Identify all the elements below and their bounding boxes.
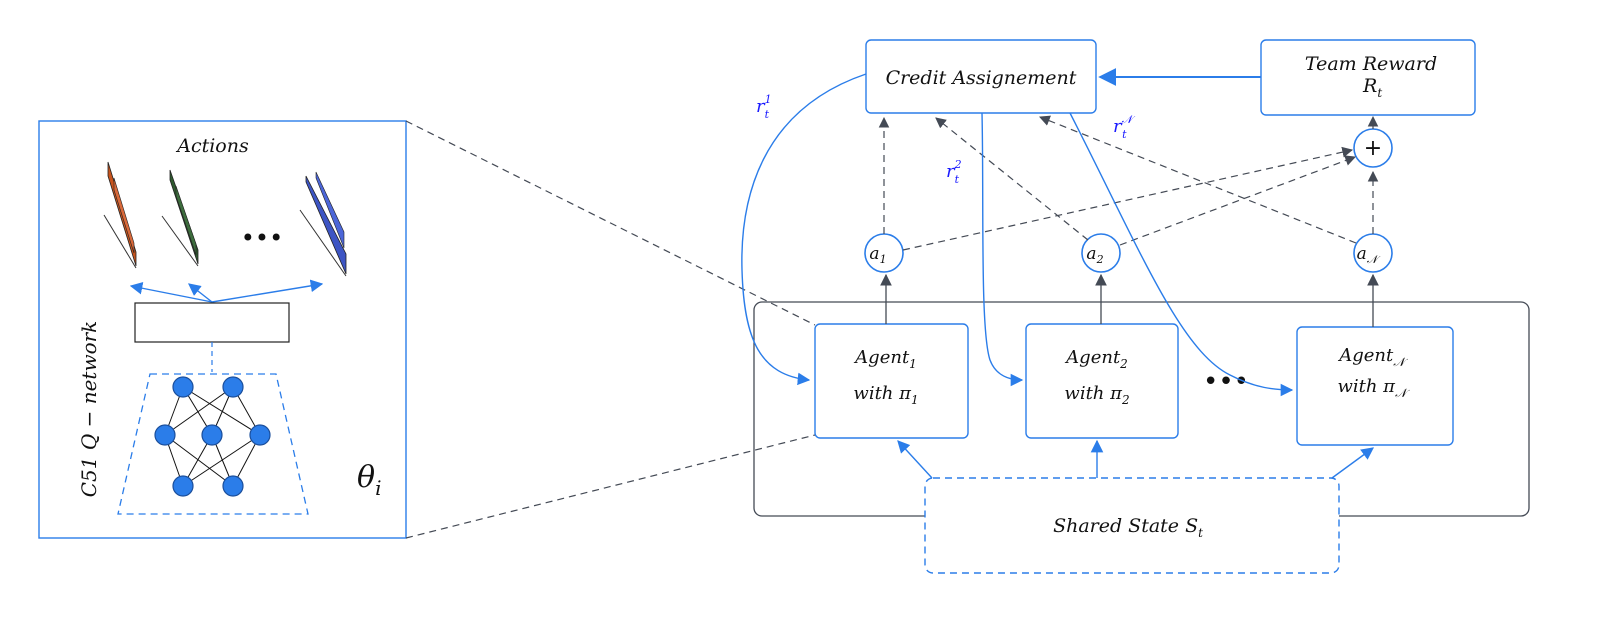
network-outline	[117, 373, 309, 515]
agent-box-n	[1296, 326, 1454, 446]
actions-label: Actions	[175, 135, 249, 157]
reward-curve-1	[741, 73, 867, 386]
action-node-2	[1081, 233, 1121, 273]
agents-ellipsis: •••	[1203, 367, 1249, 397]
an-to-credit	[1038, 115, 1357, 244]
network-node	[154, 424, 176, 446]
team-reward-symbol: Rt	[1362, 75, 1382, 100]
network-node	[172, 475, 194, 497]
network-node	[222, 376, 244, 398]
theta-subscript: i	[375, 476, 381, 500]
shared-state-label: Shared State St	[1053, 515, 1203, 540]
state-to-agentn	[1331, 447, 1375, 479]
agent-policy-2: with π2	[1064, 383, 1129, 407]
agent-policy-1: with π1	[853, 383, 918, 407]
agent-name-1: Agent1	[853, 347, 917, 371]
credit-assignment-box	[865, 39, 1097, 114]
head-arrow-2	[188, 283, 213, 303]
a2-to-plus	[1119, 155, 1357, 246]
theta-symbol: θ	[357, 460, 375, 495]
a1-to-plus	[902, 146, 1354, 251]
agent-box-2	[1025, 323, 1179, 439]
a2-to-credit	[935, 117, 1089, 241]
agent-name-n: Agent𝒩	[1337, 345, 1408, 369]
actions-ellipsis: •••	[241, 224, 283, 252]
credit-assignment-label: Credit Assignement	[886, 67, 1077, 89]
theta-label: θi	[357, 460, 381, 500]
plus-symbol: +	[1364, 136, 1382, 161]
action-label-n: a𝒩	[1357, 244, 1381, 266]
state-to-agent1	[897, 440, 933, 479]
action-distribution-3	[299, 171, 347, 277]
agent-policy-n: with π𝒩	[1337, 376, 1410, 400]
shared-state-box	[924, 477, 1340, 574]
action-distribution-1	[103, 161, 137, 269]
team-reward-sub: t	[1377, 86, 1382, 100]
team-reward-label: Team Reward	[1305, 53, 1437, 75]
network-label: C51 Q − network	[77, 321, 101, 498]
reward-curve-2	[981, 112, 1024, 387]
action-label-2: a2	[1086, 244, 1103, 266]
network-node	[172, 376, 194, 398]
zoom-line-top	[405, 120, 816, 326]
reward-curve-n	[1069, 112, 1294, 397]
network-node	[249, 424, 271, 446]
zoom-line-bottom	[405, 434, 816, 539]
agent-box-1	[814, 323, 969, 439]
action-label-1: a1	[869, 244, 886, 266]
action-distribution-2	[161, 169, 199, 267]
network-node	[201, 424, 223, 446]
head-arrow-1	[129, 282, 213, 303]
output-layer	[134, 302, 290, 343]
team-reward-r: R	[1362, 75, 1377, 97]
agent-name-2: Agent2	[1064, 347, 1128, 371]
head-arrow-3	[211, 279, 324, 303]
network-node	[222, 475, 244, 497]
